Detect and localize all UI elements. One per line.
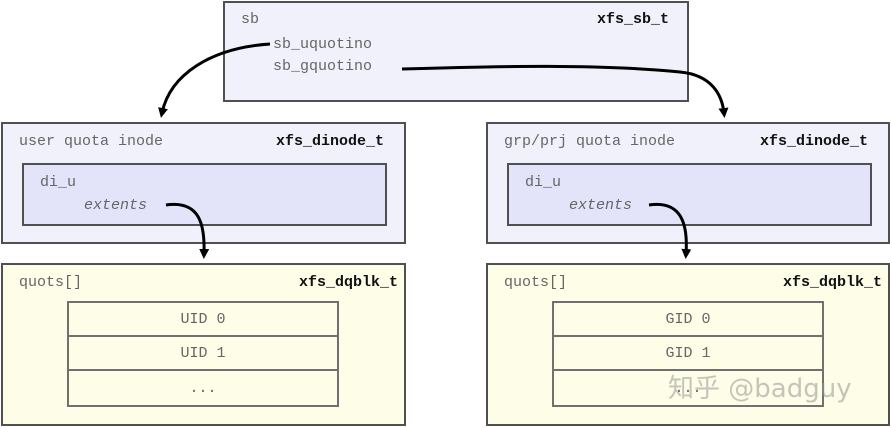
user-di-u-label: di_u [40,174,77,191]
sb-uquotino-field: sb_uquotino [273,36,373,53]
group-quots-box: quots[] xfs_dqblk_t GID 0 GID 1 ... [486,263,890,426]
group-extents-label: extents [569,197,633,214]
group-quota-row: GID 1 [552,335,824,371]
user-di-u-box: di_u extents [22,163,387,226]
group-quota-inode-box: grp/prj quota inode xfs_dinode_t di_u ex… [486,122,890,244]
watermark: 知乎 @badguy [668,374,852,404]
user-quota-row: UID 0 [67,301,339,337]
group-inode-title: grp/prj quota inode [504,133,676,150]
sb-gquotino-field: sb_gquotino [273,58,373,75]
group-di-u-label: di_u [525,174,562,191]
group-quota-row: ... [552,369,824,407]
group-quots-title: quots[] [504,274,568,291]
superblock-type: xfs_sb_t [596,11,669,28]
user-quota-row: ... [67,369,339,407]
superblock-box: sb xfs_sb_t sb_uquotino sb_gquotino [223,1,689,102]
group-inode-type: xfs_dinode_t [759,133,868,150]
group-quots-type: xfs_dqblk_t [782,274,882,291]
user-inode-type: xfs_dinode_t [275,133,384,150]
user-quota-row: UID 1 [67,335,339,371]
group-quota-row: GID 0 [552,301,824,337]
user-extents-label: extents [84,197,148,214]
user-quots-type: xfs_dqblk_t [298,274,398,291]
superblock-name: sb [241,11,260,28]
user-quots-title: quots[] [19,274,83,291]
user-quota-inode-box: user quota inode xfs_dinode_t di_u exten… [1,122,406,244]
user-quots-box: quots[] xfs_dqblk_t UID 0 UID 1 ... [1,263,406,426]
user-inode-title: user quota inode [19,133,164,150]
group-di-u-box: di_u extents [507,163,872,226]
